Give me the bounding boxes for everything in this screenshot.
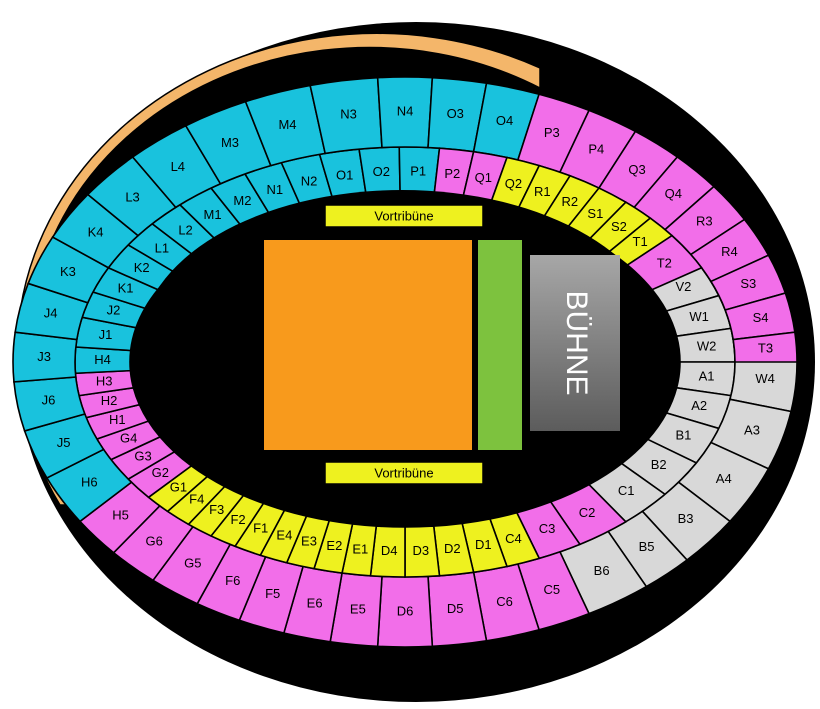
standing-field[interactable] xyxy=(264,240,472,450)
stage-front-area[interactable] xyxy=(478,240,522,450)
block-n4[interactable] xyxy=(376,76,434,149)
block-t2[interactable] xyxy=(626,234,703,291)
block-h4[interactable] xyxy=(74,346,132,375)
block-d6[interactable] xyxy=(376,575,434,648)
block-t3[interactable] xyxy=(732,331,798,363)
front-stand-top[interactable] xyxy=(324,204,484,228)
block-d3[interactable] xyxy=(404,525,441,578)
front-stand-bottom[interactable] xyxy=(324,461,484,485)
stage xyxy=(530,255,620,431)
block-j3[interactable] xyxy=(12,331,78,383)
